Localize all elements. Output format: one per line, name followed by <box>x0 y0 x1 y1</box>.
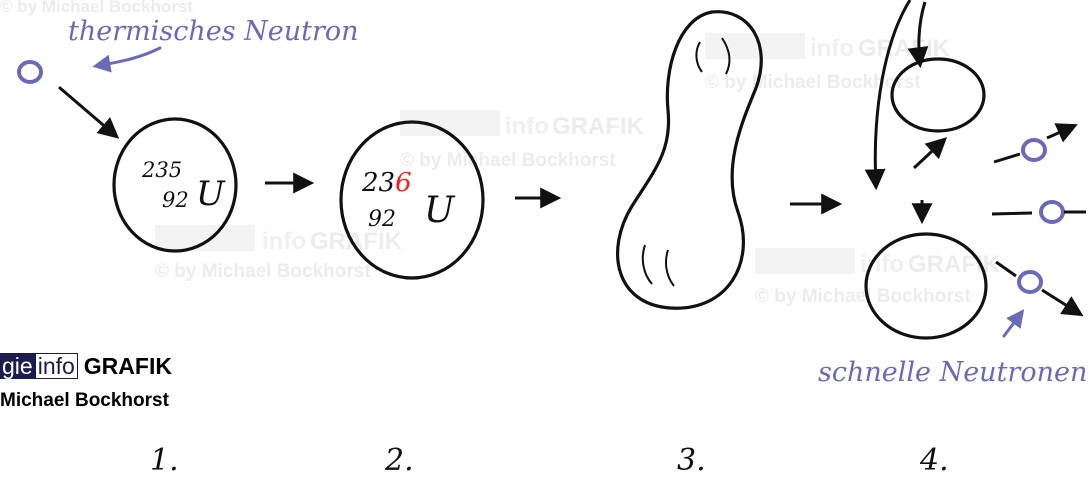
watermark-copyright: © by Michael Bockhorst <box>705 72 921 93</box>
fragment-nucleus-lower <box>864 232 988 340</box>
thermal-neutron-pointer <box>92 46 162 73</box>
fast-neutron-pointer <box>1002 309 1025 338</box>
step-number-1: 1. <box>150 443 179 477</box>
logo-grafik: GRAFIK <box>83 352 172 379</box>
step-number-3: 3. <box>677 443 706 477</box>
fast-neutron <box>1021 138 1047 162</box>
fission-arrow <box>864 0 912 191</box>
deformation-stroke <box>665 249 675 287</box>
watermark-copyright: © by Michael Bockhorst <box>155 261 371 282</box>
fast-neutron <box>1017 270 1043 294</box>
u236-symbol: U <box>424 190 456 231</box>
watermark-info: info <box>262 228 306 255</box>
neutron-arrow <box>1046 123 1078 143</box>
watermark-group: © by Michael Bockhorst info GRAFIK © by … <box>0 0 1001 307</box>
watermark-top-left: © by Michael Bockhorst <box>0 0 193 16</box>
watermark-brand: GRAFIK <box>552 113 645 140</box>
neutron-trail <box>993 152 1021 164</box>
thermal-neutron-label: thermisches Neutron <box>68 16 359 47</box>
watermark-brand: GRAFIK <box>908 251 1001 278</box>
thermal-neutron-particle <box>17 60 43 84</box>
logo-author: Michael Bockhorst <box>0 390 169 411</box>
u236-mass-number: 236 <box>361 168 412 198</box>
fragment-nucleus-upper <box>890 57 986 133</box>
neutron-trail <box>995 260 1017 278</box>
fission-arrow <box>907 1 929 69</box>
step-number-2: 2. <box>384 443 414 477</box>
fast-neutron <box>1039 200 1065 224</box>
deformation-stroke <box>641 244 653 285</box>
neutron-arrow <box>1041 288 1084 317</box>
fragment-motion-arrow <box>912 137 948 170</box>
u235-nucleus <box>112 117 238 253</box>
u235-charge-number: 92 <box>162 188 189 212</box>
fast-neutrons-label: schnelle Neutronen <box>818 357 1087 388</box>
u235-symbol: U <box>196 174 226 214</box>
deformed-nucleus <box>616 10 763 310</box>
logo-info: info <box>34 353 78 379</box>
watermark-info: info <box>505 113 549 140</box>
u236-added-neutron-digit: 6 <box>395 168 412 198</box>
deformation-stroke <box>695 41 703 73</box>
u236-nucleus <box>339 120 485 280</box>
u235-mass-number: 235 <box>141 158 182 182</box>
step-number-4: 4. <box>919 443 949 477</box>
u236-charge-number: 92 <box>368 207 396 232</box>
watermark-copyright: © by Michael Bockhorst <box>400 150 616 171</box>
neutron-trail <box>991 211 1033 216</box>
watermark-copyright: © by Michael Bockhorst <box>755 286 971 307</box>
logo-gie: gie <box>0 353 35 379</box>
deformation-stroke <box>721 37 731 75</box>
incoming-arrow <box>58 86 120 139</box>
watermark-info: info <box>810 35 854 62</box>
